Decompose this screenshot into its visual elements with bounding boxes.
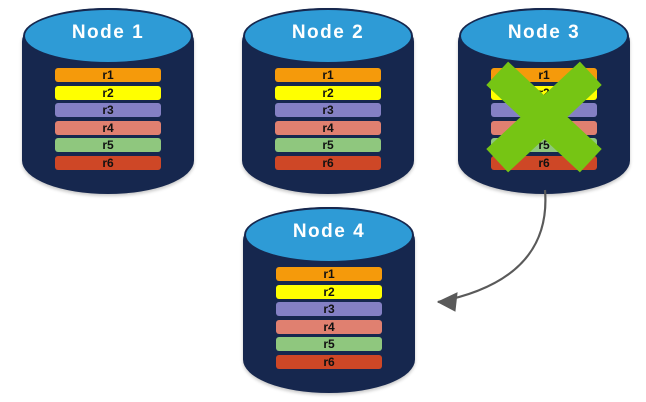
data-row-r1[interactable]: r1	[274, 68, 382, 82]
cylinder-top	[459, 8, 629, 64]
arrow-head-icon	[436, 292, 458, 312]
arrow-curve	[437, 189, 547, 304]
node-3-rows: r1 r2 r3 r4 r5 r6	[458, 68, 630, 173]
data-row-r1[interactable]: r1	[275, 267, 383, 281]
data-row-r2[interactable]: r2	[274, 85, 382, 100]
data-row-r6[interactable]: r6	[275, 354, 383, 369]
node-1[interactable]: Node 1 r1 r2 r3 r4 r5 r6	[22, 8, 194, 194]
data-row-r2[interactable]: r2	[275, 284, 383, 299]
node-4[interactable]: Node 4 r1 r2 r3 r4 r5 r6	[243, 207, 415, 393]
data-row-r5[interactable]: r5	[490, 138, 598, 152]
data-row-r3[interactable]: r3	[54, 103, 162, 117]
data-row-r6[interactable]: r6	[490, 155, 598, 170]
node-3[interactable]: Node 3 r1 r2 r3 r4 r5 r6	[458, 8, 630, 194]
node-1-rows: r1 r2 r3 r4 r5 r6	[22, 68, 194, 173]
data-row-r3[interactable]: r3	[274, 103, 382, 117]
data-row-r6[interactable]: r6	[54, 155, 162, 170]
data-row-r6[interactable]: r6	[274, 155, 382, 170]
node-4-rows: r1 r2 r3 r4 r5 r6	[243, 267, 415, 372]
node-2[interactable]: Node 2 r1 r2 r3 r4 r5 r6	[242, 8, 414, 194]
data-row-r4[interactable]: r4	[275, 319, 383, 334]
data-row-r1[interactable]: r1	[490, 68, 598, 82]
data-row-r3[interactable]: r3	[490, 103, 598, 117]
data-row-r4[interactable]: r4	[490, 120, 598, 135]
data-row-r4[interactable]: r4	[54, 120, 162, 135]
data-row-r3[interactable]: r3	[275, 302, 383, 316]
cylinder-top	[243, 8, 413, 64]
data-row-r1[interactable]: r1	[54, 68, 162, 82]
node-2-rows: r1 r2 r3 r4 r5 r6	[242, 68, 414, 173]
data-row-r2[interactable]: r2	[54, 85, 162, 100]
data-row-r5[interactable]: r5	[274, 138, 382, 152]
data-row-r5[interactable]: r5	[54, 138, 162, 152]
cylinder-top	[23, 8, 193, 64]
cylinder-top	[244, 207, 414, 263]
data-row-r4[interactable]: r4	[274, 120, 382, 135]
data-row-r5[interactable]: r5	[275, 337, 383, 351]
data-row-r2[interactable]: r2	[490, 85, 598, 100]
